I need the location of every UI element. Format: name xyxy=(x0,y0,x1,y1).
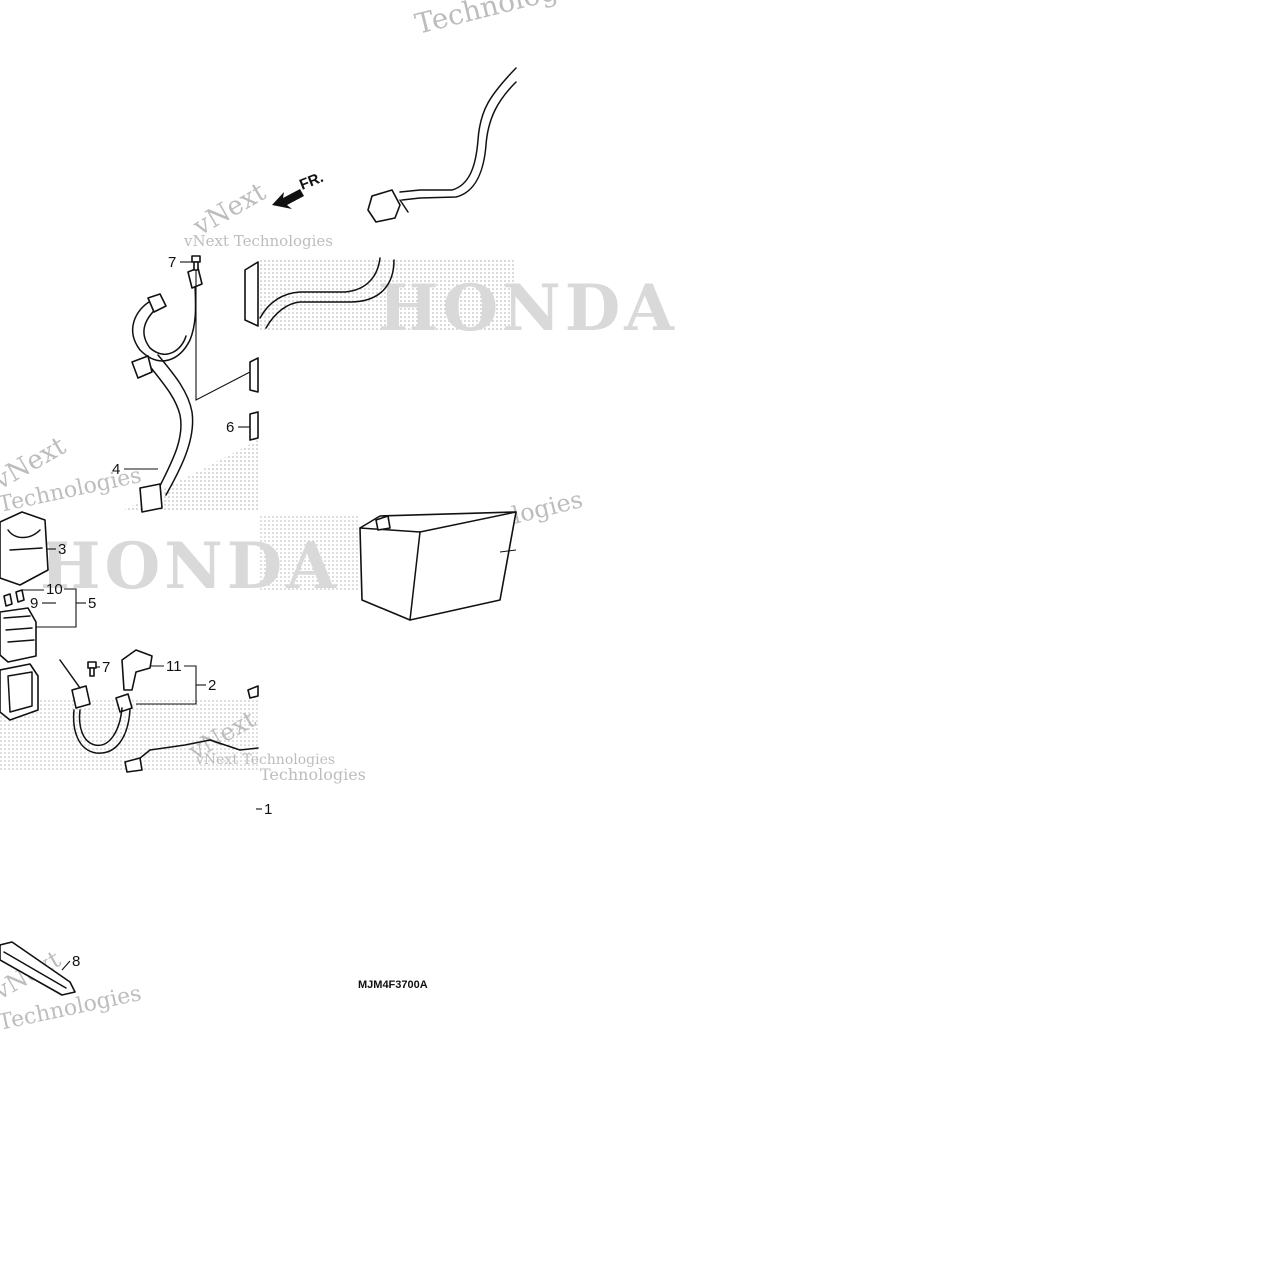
callout-1: 1 xyxy=(264,801,272,818)
front-direction-arrow: FR. xyxy=(272,169,326,209)
bolt-upper xyxy=(191,255,201,271)
svg-text:HONDA: HONDA xyxy=(40,529,340,604)
brand-watermark: HONDA HONDA xyxy=(40,271,678,604)
callout-2: 2 xyxy=(208,677,216,694)
svg-text:vNext Technologies: vNext Technologies xyxy=(183,232,333,250)
callout-10: 10 xyxy=(46,581,63,598)
svg-text:FR.: FR. xyxy=(297,169,326,194)
starter-relay xyxy=(0,589,37,663)
callout-3: 3 xyxy=(58,541,66,558)
svg-text:Technologies: Technologies xyxy=(260,765,366,784)
shading-panels xyxy=(0,258,516,770)
main-wire-harness xyxy=(244,67,517,329)
battery xyxy=(359,511,517,621)
callout-4: 4 xyxy=(112,461,120,478)
battery-tray xyxy=(124,685,259,773)
callout-5: 5 xyxy=(88,595,96,612)
starter-cable xyxy=(131,267,259,513)
callout-9: 9 xyxy=(30,595,38,612)
battery-cable xyxy=(59,649,153,754)
relay-cover xyxy=(0,511,49,586)
callout-leaders xyxy=(22,261,251,971)
callout-8: 8 xyxy=(72,953,80,970)
drawing-code: MJM4F3700A xyxy=(358,979,428,991)
svg-text:vNext Technologies: vNext Technologies xyxy=(195,752,335,768)
callout-7-upper: 7 xyxy=(168,254,176,271)
svg-text:Technologies: Technologies xyxy=(412,0,600,41)
callout-6: 6 xyxy=(226,419,234,436)
callout-7-lower: 7 xyxy=(102,659,110,676)
battery-band xyxy=(0,941,76,996)
callout-11: 11 xyxy=(166,658,182,675)
relay-holder xyxy=(0,663,39,721)
svg-text:HONDA: HONDA xyxy=(378,271,678,346)
callout-numbers: 7 6 4 3 10 9 5 7 11 2 1 8 xyxy=(30,254,272,970)
